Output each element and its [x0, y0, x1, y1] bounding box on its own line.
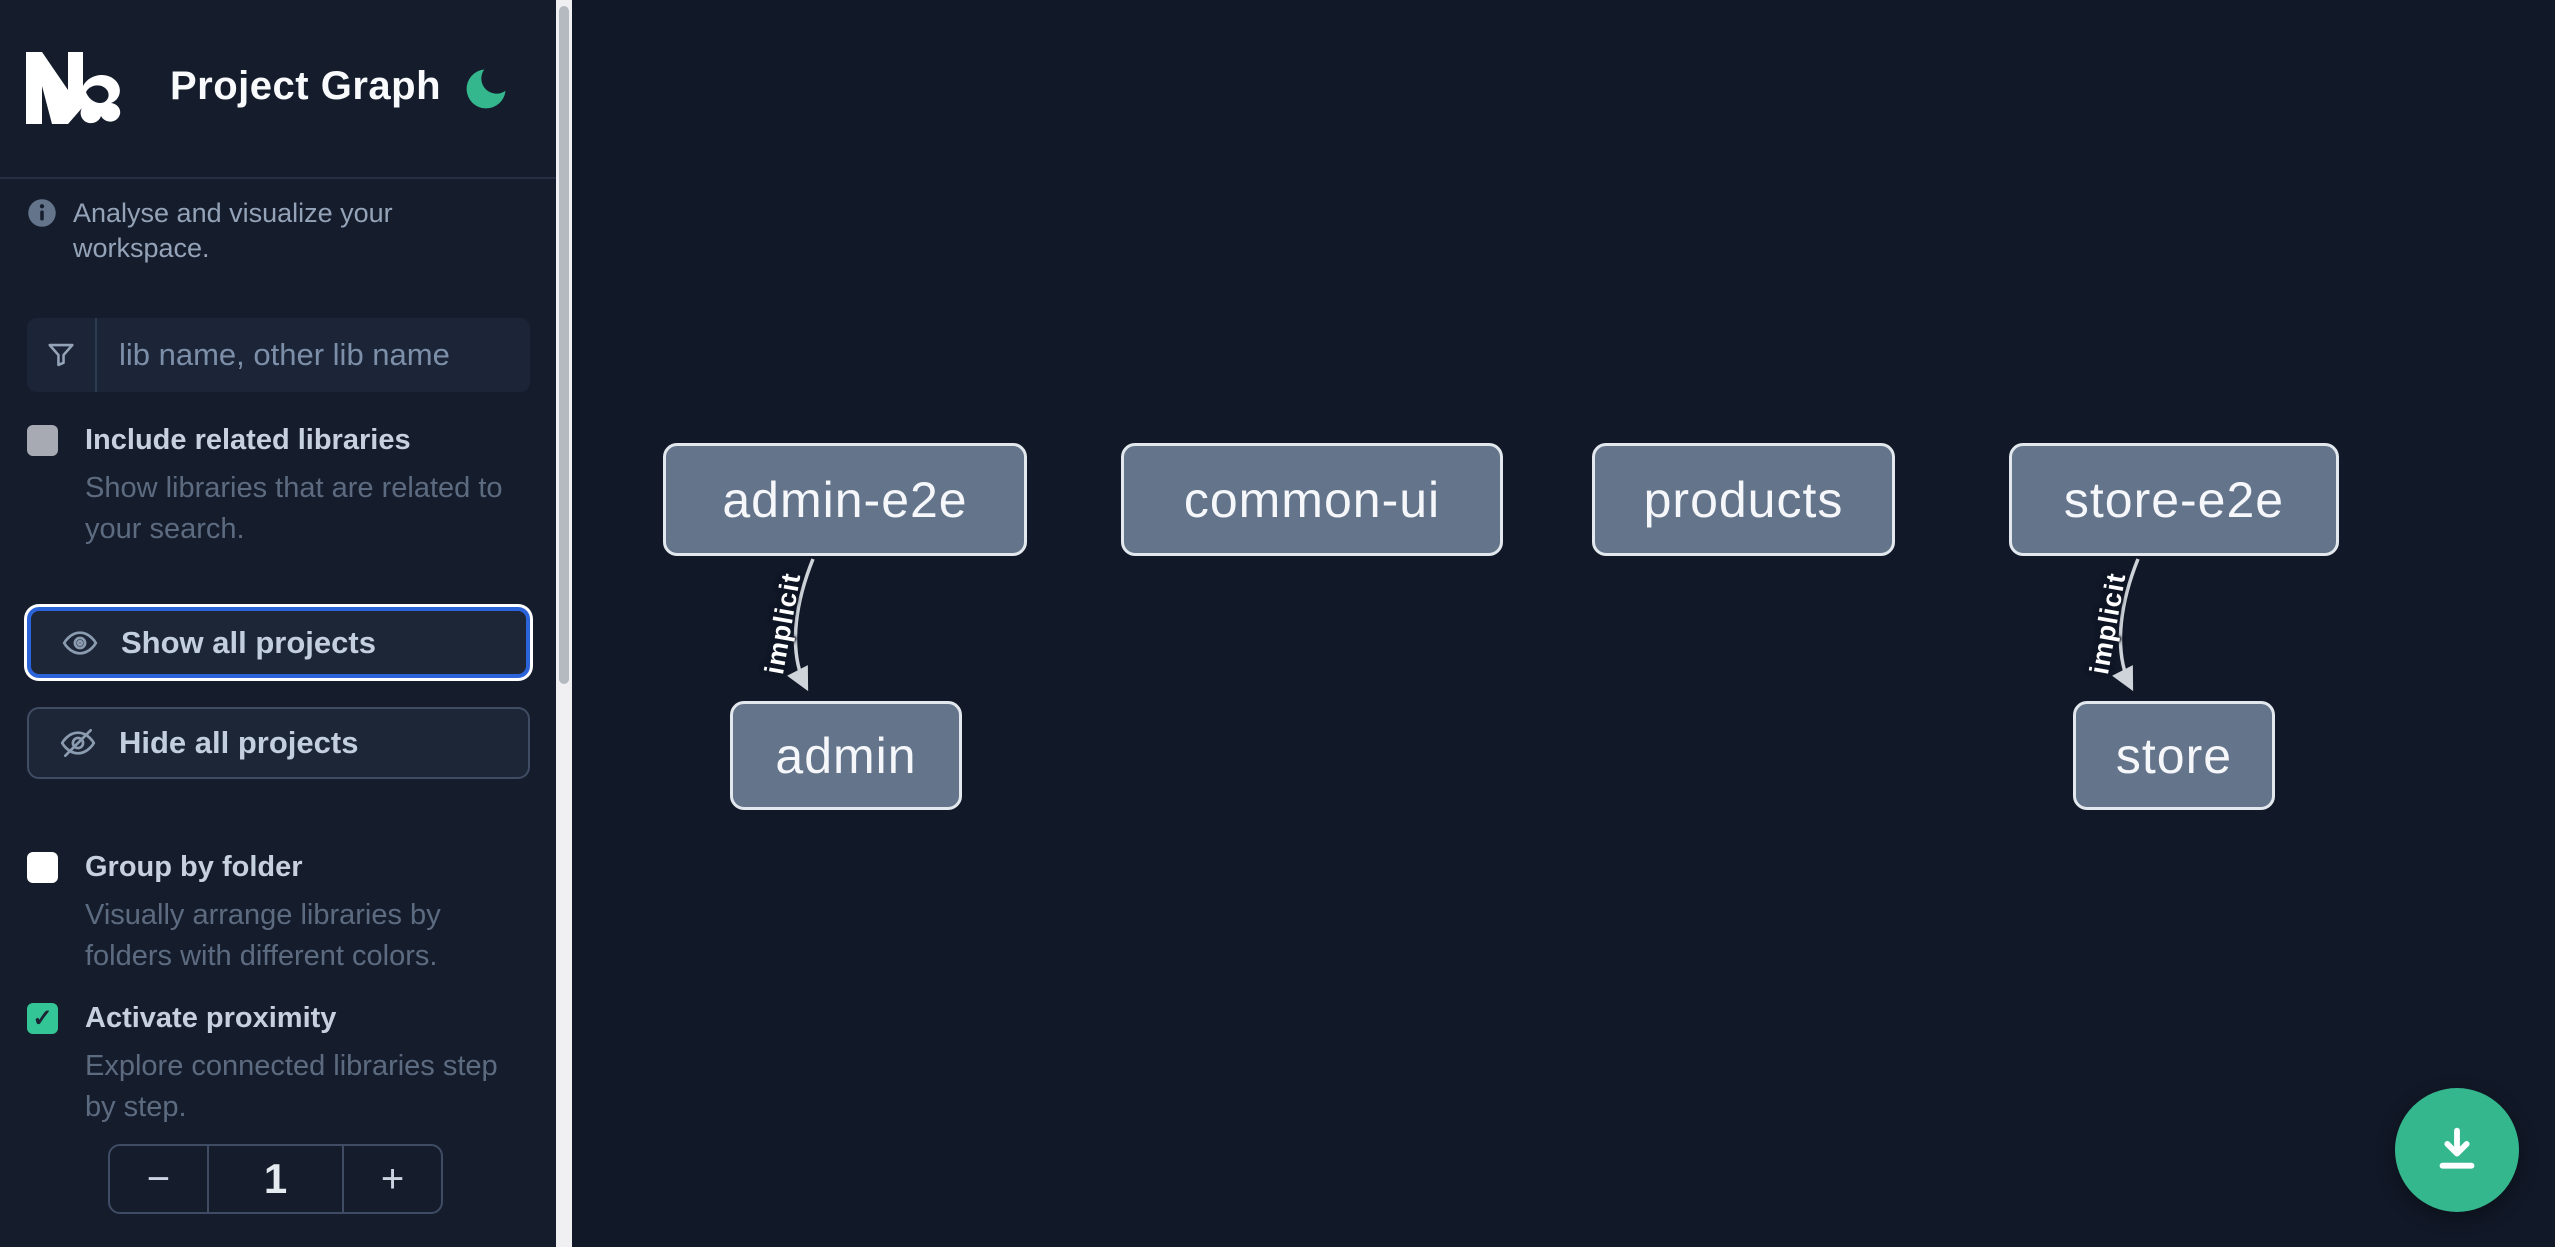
- header-divider: [0, 177, 556, 179]
- activate-proximity-row: ✓ Activate proximity Explore connected l…: [27, 1001, 498, 1128]
- sidebar: Project Graph Analyse and visualize your…: [0, 0, 556, 1247]
- graph-node-admin[interactable]: admin: [730, 701, 962, 810]
- activate-proximity-description: Explore connected libraries step by step…: [85, 1049, 498, 1123]
- increment-button[interactable]: +: [342, 1146, 441, 1212]
- sidebar-scrollbar-track[interactable]: [556, 0, 572, 1247]
- show-all-projects-button[interactable]: Show all projects: [27, 607, 530, 678]
- nx-logo: [26, 52, 121, 124]
- workspace-info: Analyse and visualize your workspace.: [27, 196, 532, 266]
- sidebar-header: Project Graph: [0, 0, 556, 178]
- download-graph-button[interactable]: [2395, 1088, 2519, 1212]
- include-related-label: Include related libraries: [85, 424, 411, 456]
- theme-toggle-button[interactable]: [458, 62, 514, 118]
- download-icon: [2439, 1127, 2475, 1169]
- activate-proximity-checkbox[interactable]: ✓: [27, 1003, 58, 1034]
- graph-node-store-e2e[interactable]: store-e2e: [2009, 443, 2339, 556]
- search-input[interactable]: [97, 318, 530, 392]
- check-icon: ✓: [32, 1005, 53, 1032]
- group-by-folder-label: Group by folder: [85, 851, 303, 883]
- sidebar-scrollbar-thumb[interactable]: [559, 6, 569, 684]
- proximity-depth-value: 1: [263, 1155, 288, 1202]
- group-by-folder-row: Group by folder Visually arrange librari…: [27, 850, 497, 977]
- graph-edges: [787, 558, 2140, 692]
- proximity-depth-stepper: − 1 +: [108, 1144, 443, 1214]
- edge-admin-e2e-admin: [787, 558, 815, 692]
- group-by-folder-checkbox[interactable]: [27, 852, 58, 883]
- decrement-button[interactable]: −: [110, 1146, 209, 1212]
- group-by-folder-description: Visually arrange libraries by folders wi…: [85, 898, 441, 972]
- workspace-info-text: Analyse and visualize your workspace.: [73, 198, 393, 264]
- include-related-checkbox[interactable]: [27, 425, 58, 456]
- search-field: [27, 318, 530, 392]
- filter-icon: [48, 343, 74, 367]
- activate-proximity-label: Activate proximity: [85, 1002, 337, 1034]
- filter-icon-cell: [27, 318, 97, 392]
- hide-all-projects-label: Hide all projects: [119, 725, 359, 760]
- hide-all-projects-button[interactable]: Hide all projects: [27, 707, 530, 779]
- graph-canvas[interactable]: implicit implicit admin-e2e common-ui pr…: [572, 0, 2555, 1247]
- graph-node-products[interactable]: products: [1592, 443, 1895, 556]
- include-related-description: Show libraries that are related to your …: [85, 471, 503, 545]
- info-icon: [28, 199, 56, 227]
- include-related-row: Include related libraries Show libraries…: [27, 423, 503, 550]
- eye-icon: [62, 630, 98, 655]
- graph-node-admin-e2e[interactable]: admin-e2e: [663, 443, 1027, 556]
- graph-node-common-ui[interactable]: common-ui: [1121, 443, 1503, 556]
- graph-node-store[interactable]: store: [2073, 701, 2275, 810]
- edge-store-e2e-store: [2112, 558, 2140, 692]
- moon-icon: [466, 69, 506, 108]
- page-title: Project Graph: [170, 64, 442, 108]
- eye-off-icon: [60, 728, 96, 758]
- show-all-projects-label: Show all projects: [121, 624, 376, 660]
